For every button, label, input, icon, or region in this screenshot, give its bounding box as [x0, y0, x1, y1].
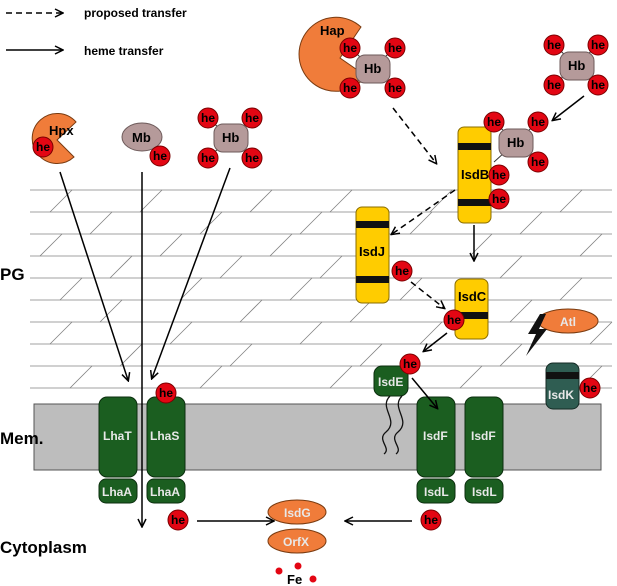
svg-text:he: he [343, 41, 357, 55]
svg-text:he: he [343, 81, 357, 95]
svg-text:he: he [36, 140, 50, 154]
svg-text:LhaA: LhaA [102, 485, 132, 499]
svg-text:IsdF: IsdF [423, 429, 448, 443]
svg-text:he: he [591, 78, 605, 92]
hemoglobin-top-right: Hb he he he he [543, 34, 609, 96]
atl-autolysin: Atl [526, 308, 599, 356]
arrow-isdE-to-isdF [411, 377, 437, 408]
isdG-monooxygenase: IsdG [267, 499, 327, 525]
arrow-isdB-to-isdJ [392, 189, 456, 234]
region-label-membrane: Mem. [0, 429, 43, 448]
svg-text:he: he [403, 357, 417, 371]
svg-text:he: he [492, 168, 506, 182]
svg-text:LhaT: LhaT [103, 429, 132, 443]
cytoplasm-heme-left: he [167, 509, 189, 531]
peptidoglycan-layer [30, 189, 613, 389]
legend: proposed transfer heme transfer [6, 6, 187, 58]
svg-text:Mb: Mb [132, 130, 151, 145]
svg-text:he: he [487, 115, 501, 129]
isdJ-protein: IsdJ he [355, 206, 413, 304]
svg-text:IsdB: IsdB [461, 167, 489, 182]
svg-text:LhaA: LhaA [150, 485, 180, 499]
isdK-protein: IsdK he [545, 362, 601, 410]
isdF-transporter-1: IsdF [416, 396, 456, 478]
svg-text:he: he [201, 111, 215, 125]
svg-text:Hap: Hap [320, 23, 345, 38]
svg-text:Hb: Hb [222, 130, 239, 145]
svg-text:he: he [245, 111, 259, 125]
arrow-hap-to-isdB [392, 107, 436, 163]
svg-text:OrfX: OrfX [283, 535, 309, 549]
isdC-protein: IsdC he [443, 278, 489, 340]
svg-text:LhaS: LhaS [150, 429, 179, 443]
svg-text:IsdJ: IsdJ [359, 244, 385, 259]
svg-text:Hb: Hb [568, 58, 585, 73]
legend-heme-label: heme transfer [84, 44, 164, 58]
hemoglobin-left: Hb he he he he [197, 107, 263, 169]
svg-text:IsdF: IsdF [471, 429, 496, 443]
svg-text:he: he [388, 41, 402, 55]
hemopexin: Hpx he [31, 112, 77, 164]
isdL-atpase-1: IsdL [416, 478, 456, 504]
region-label-cytoplasm: Cytoplasm [0, 538, 87, 557]
legend-proposed-label: proposed transfer [84, 6, 187, 20]
svg-text:he: he [159, 386, 173, 400]
svg-text:Hb: Hb [507, 135, 524, 150]
svg-text:he: he [591, 38, 605, 52]
svg-text:Hpx: Hpx [49, 123, 74, 138]
svg-text:Fe: Fe [287, 572, 302, 586]
arrow-isdJ-to-isdC [410, 281, 444, 308]
iron-products: Fe [275, 562, 317, 586]
isdB-receptor: IsdB Hb he he he he he [457, 111, 549, 224]
svg-text:he: he [547, 78, 561, 92]
svg-text:he: he [531, 115, 545, 129]
hemoglobin-hap: Hb he he he he [339, 37, 406, 99]
svg-text:Hb: Hb [364, 61, 381, 76]
svg-text:IsdK: IsdK [548, 388, 574, 402]
isdE-lipoprotein: IsdE he [373, 353, 421, 455]
svg-text:IsdC: IsdC [458, 289, 487, 304]
isdF-transporter-2: IsdF [464, 396, 504, 478]
svg-text:IsdG: IsdG [284, 506, 311, 520]
svg-text:IsdE: IsdE [378, 375, 403, 389]
arrow-hb-to-lhaS [152, 167, 231, 378]
svg-text:he: he [395, 264, 409, 278]
cytoplasm-heme-right: he [420, 509, 442, 531]
isdL-atpase-2: IsdL [464, 478, 504, 504]
region-label-pg: PG [0, 265, 25, 284]
svg-text:IsdL: IsdL [472, 485, 497, 499]
svg-text:Atl: Atl [560, 315, 576, 329]
svg-text:IsdL: IsdL [424, 485, 449, 499]
svg-text:he: he [153, 149, 167, 163]
transfer-arrows [59, 95, 585, 526]
svg-text:he: he [531, 155, 545, 169]
arrow-hb-to-isdB [553, 95, 585, 120]
svg-text:he: he [388, 81, 402, 95]
svg-text:he: he [583, 381, 597, 395]
svg-text:he: he [492, 192, 506, 206]
orfX-enzyme: OrfX [267, 528, 327, 554]
arrow-hpx-to-lhaT [59, 171, 128, 380]
svg-text:he: he [447, 313, 461, 327]
lhaA-atpase-2: LhaA [146, 478, 186, 504]
myoglobin: Mb he [121, 122, 171, 167]
svg-text:he: he [424, 513, 438, 527]
lhaA-atpase-1: LhaA [98, 478, 138, 504]
lightning-icon [526, 314, 547, 356]
lhaS-transporter: LhaS he [146, 382, 186, 478]
svg-text:he: he [201, 151, 215, 165]
lhaT-transporter: LhaT [98, 396, 138, 478]
svg-text:he: he [171, 513, 185, 527]
arrow-isdC-to-isdE [424, 332, 448, 351]
svg-text:he: he [245, 151, 259, 165]
svg-text:he: he [547, 38, 561, 52]
